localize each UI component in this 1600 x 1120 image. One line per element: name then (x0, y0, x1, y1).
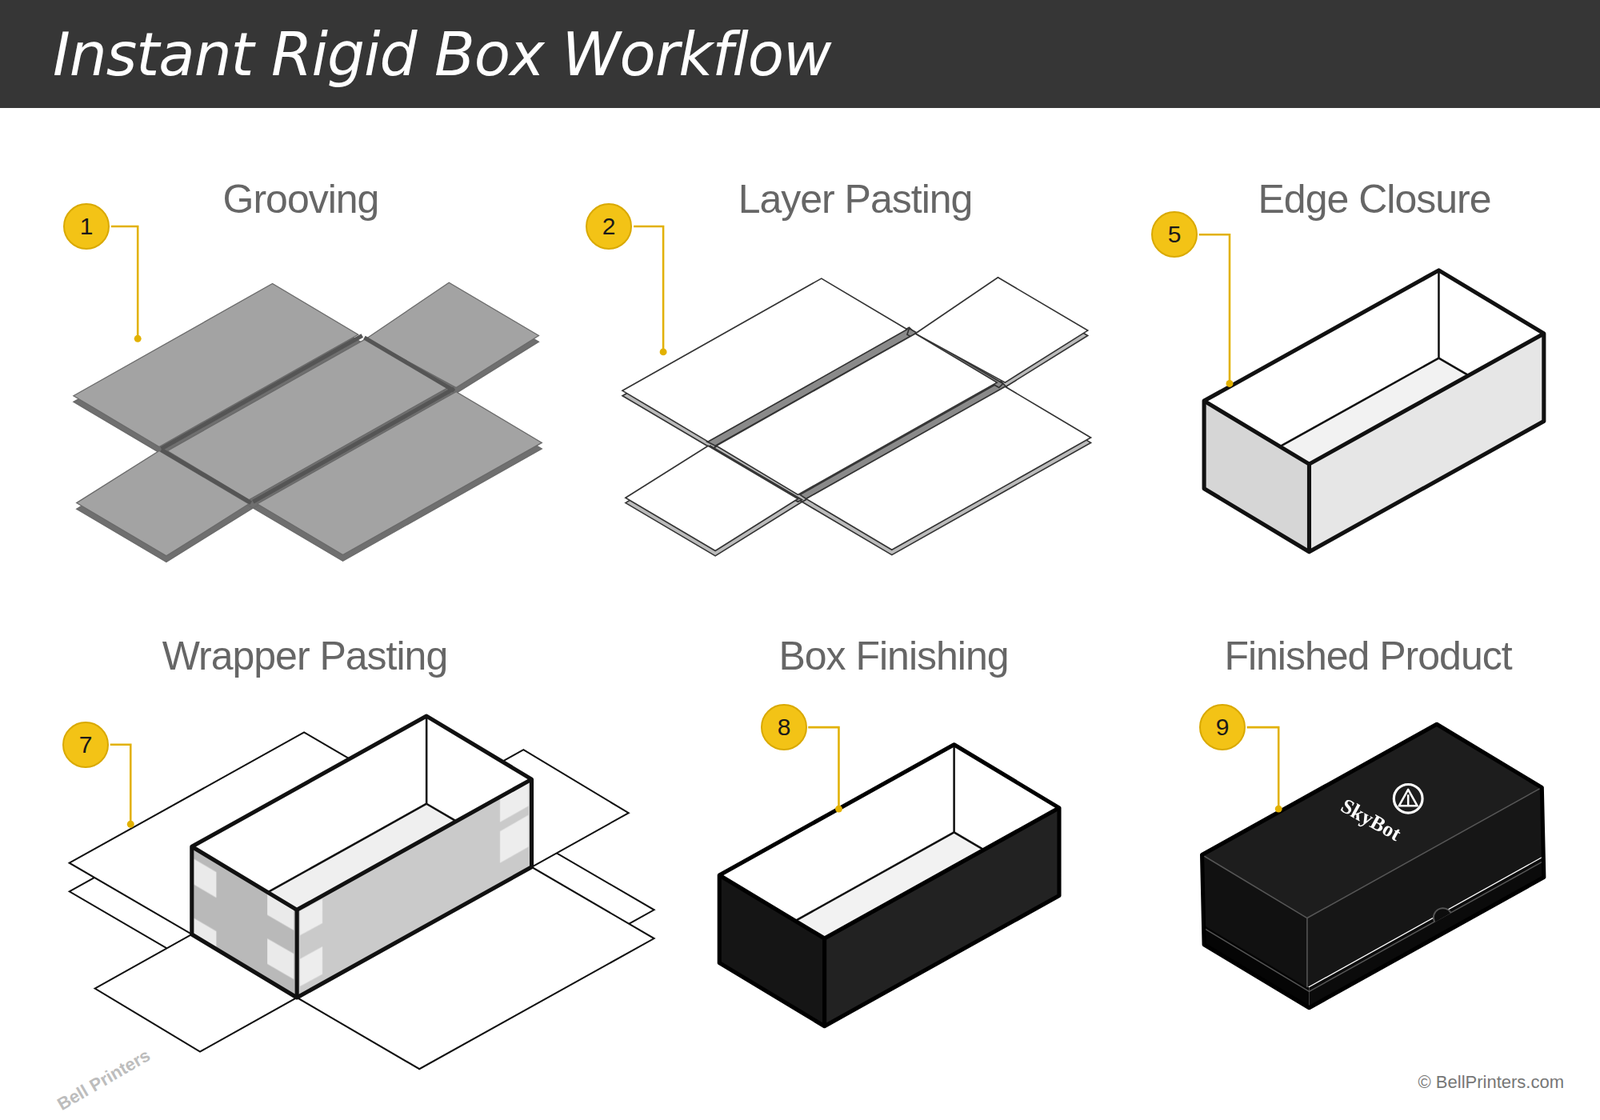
callout-number: 1 (63, 203, 110, 250)
watermark: Bell Printers (53, 1044, 154, 1115)
callout-text: 9 (1216, 715, 1230, 740)
leader-dots (127, 335, 1283, 828)
callout-number: 5 (1151, 211, 1198, 258)
callout-number: 7 (62, 721, 109, 768)
step-heading: Finished Product (1224, 632, 1512, 680)
callout-number: 2 (585, 203, 632, 250)
finished-product-box (1202, 724, 1544, 1008)
edge-closure-box (1204, 270, 1544, 552)
callout-number: 9 (1199, 704, 1246, 751)
layer-pasting-net (622, 277, 1091, 556)
finished-base-box (719, 744, 1060, 1027)
callout-text: 2 (602, 214, 616, 239)
leader-lines (110, 226, 1279, 823)
callout-text: 1 (80, 214, 94, 239)
page-title: Instant Rigid Box Workflow (52, 20, 832, 89)
step-heading: Box Finishing (778, 632, 1008, 680)
step-heading: Grooving (223, 176, 380, 223)
wrapper-box (192, 716, 532, 998)
callout-text: 8 (777, 715, 792, 740)
grooving-net (73, 282, 542, 562)
callout-text: 7 (79, 732, 93, 757)
callout-text: 5 (1168, 222, 1182, 247)
copyright-caption: © BellPrinters.com (1418, 1072, 1564, 1093)
step-heading: Layer Pasting (738, 176, 973, 223)
step-heading: Edge Closure (1258, 176, 1492, 223)
callout-number: 8 (760, 704, 808, 751)
step-heading: Wrapper Pasting (162, 632, 448, 680)
